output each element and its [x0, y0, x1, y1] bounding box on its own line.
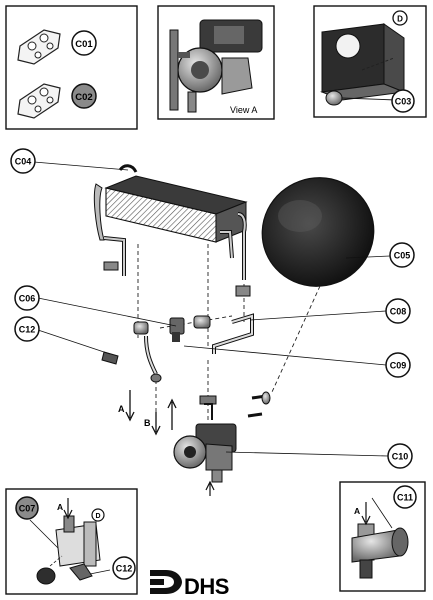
part-label: C03 [395, 97, 412, 107]
marker-label: A [354, 506, 360, 516]
part-label: C10 [392, 452, 409, 462]
inset-panel-c01-c02: C01 C02 [5, 5, 138, 130]
view-a-label: View A [230, 105, 257, 115]
heat-exchanger-illustration [93, 164, 248, 280]
callout-c02[interactable]: C02 [71, 83, 97, 109]
part-label: C12 [116, 564, 133, 574]
callout-c09[interactable]: C09 [385, 352, 411, 378]
callout-c06[interactable]: C06 [14, 285, 40, 311]
part-label: C06 [19, 294, 36, 304]
callout-c08[interactable]: C08 [385, 298, 411, 324]
part-label: C07 [19, 504, 36, 514]
part-label: C02 [75, 92, 92, 103]
flow-arrow-up [167, 398, 177, 430]
marker-label: D [95, 513, 100, 520]
gasket-plate-illustration [17, 83, 61, 119]
callout-c07[interactable]: C07 [15, 496, 39, 520]
pump-view-illustration [169, 19, 263, 113]
bypass-valve-illustration [351, 497, 409, 579]
callout-c10[interactable]: C10 [387, 443, 413, 469]
flow-arrow-b: B [144, 412, 161, 436]
part-label: C08 [390, 307, 407, 317]
valve-assembly-illustration [29, 515, 111, 585]
callout-c01[interactable]: C01 [71, 30, 97, 56]
marker-label: A [118, 404, 125, 414]
marker-label: B [144, 418, 151, 428]
flow-arrow-a-inset-right: A [354, 502, 371, 526]
inset-panel-c03: D C03 [313, 5, 427, 118]
gasket-plate-illustration [17, 29, 61, 65]
marker-label: D [397, 15, 403, 24]
callout-c11[interactable]: C11 [393, 485, 417, 509]
bracket-illustration [320, 23, 406, 106]
part-label: C11 [397, 493, 413, 503]
inset-panel-c07-c12: A D C07 C12 [5, 488, 138, 595]
dhs-logo: DHS [150, 570, 229, 599]
marker-d-inset: D [91, 508, 105, 522]
part-label: C12 [19, 325, 36, 335]
marker-d: D [392, 10, 408, 26]
part-label: C05 [394, 251, 411, 261]
inset-panel-view-a: View A [157, 5, 275, 120]
leader-lines [33, 161, 391, 457]
marker-label: A [57, 502, 63, 512]
callout-c03[interactable]: C03 [391, 89, 415, 113]
callout-c05[interactable]: C05 [389, 242, 415, 268]
pipework-illustration [101, 261, 271, 420]
inset-panel-c11: A C11 [339, 481, 426, 592]
flow-arrow-a-inset: A [57, 498, 73, 520]
main-exploded-view: A B C04 C05 [10, 148, 415, 496]
part-label: C01 [75, 39, 93, 50]
pump-illustration [173, 423, 237, 496]
callout-c12[interactable]: C12 [14, 316, 40, 342]
part-label: C04 [15, 157, 32, 167]
callout-c04[interactable]: C04 [10, 148, 36, 174]
flow-arrow-a: A [118, 390, 135, 422]
logo-text: DHS [184, 574, 229, 599]
part-label: C09 [390, 361, 407, 371]
callout-c12-inset[interactable]: C12 [112, 556, 136, 580]
expansion-vessel-illustration [261, 177, 375, 287]
